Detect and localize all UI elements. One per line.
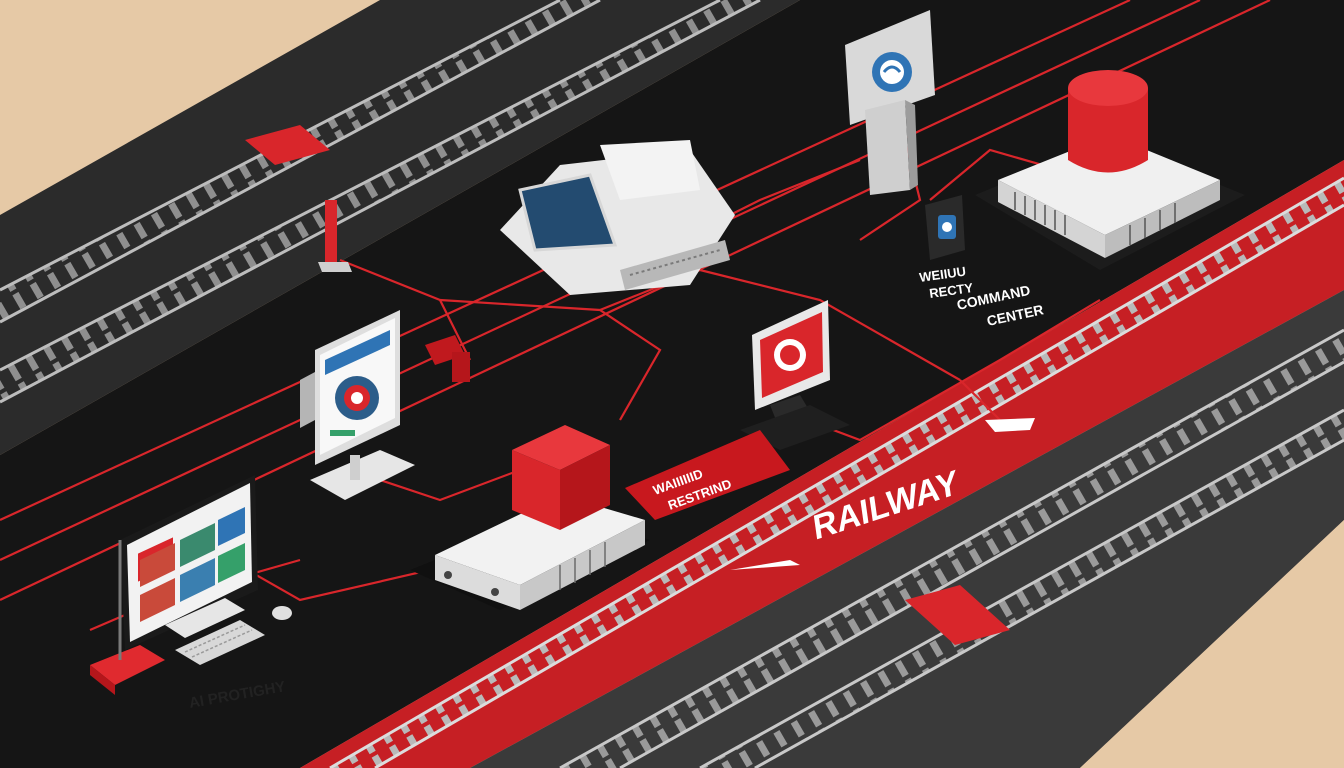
mouse-icon bbox=[272, 606, 292, 620]
junction-post bbox=[452, 352, 470, 382]
control-box-icon bbox=[925, 195, 965, 260]
